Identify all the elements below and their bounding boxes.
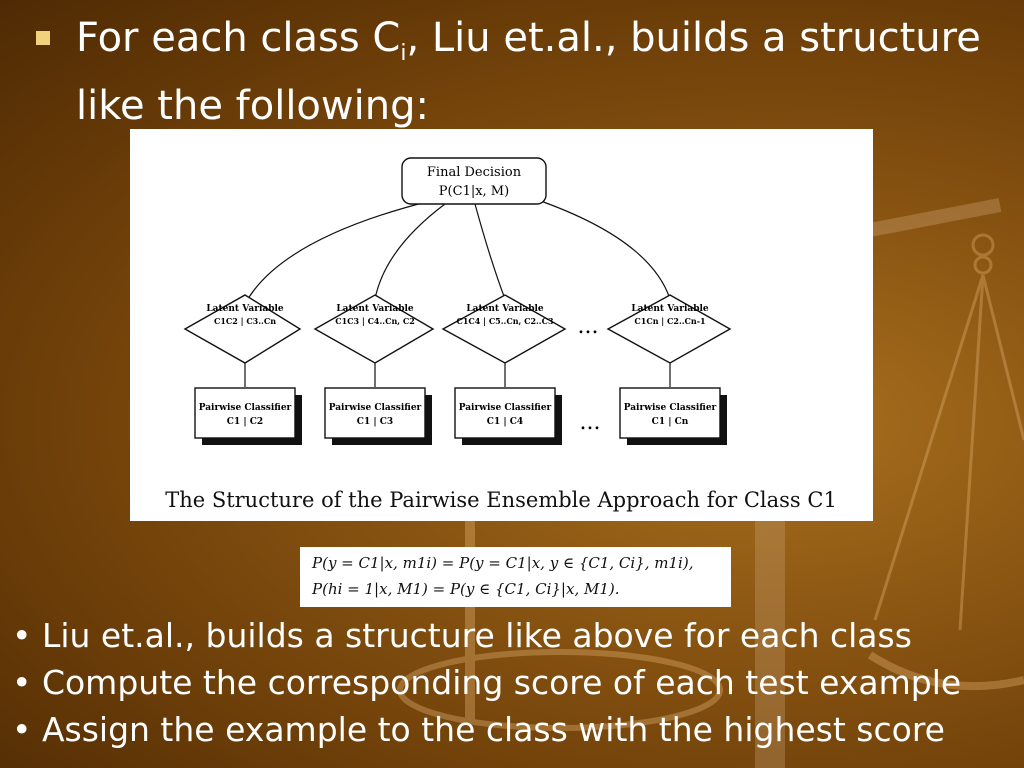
formula-line-1: P(y = C1|x, m1i) = P(y = C1|x, y ∈ {C1, … — [312, 554, 694, 572]
bullet-item: • Compute the corresponding score of eac… — [12, 663, 962, 702]
title-bullet-icon — [36, 31, 50, 45]
svg-text:Latent Variable: Latent Variable — [336, 304, 414, 314]
classifier-node-2: Pairwise Classifier C1 | C3 — [324, 387, 432, 445]
bullet-item: • Liu et.al., builds a structure like ab… — [12, 616, 912, 655]
svg-text:C1 | C4: C1 | C4 — [487, 417, 523, 427]
probability-formulas: P(y = C1|x, m1i) = P(y = C1|x, y ∈ {C1, … — [300, 547, 731, 607]
svg-text:C1C4 | C5..Cn, C2..C3: C1C4 | C5..Cn, C2..C3 — [456, 316, 553, 326]
svg-text:Pairwise Classifier: Pairwise Classifier — [199, 403, 292, 413]
latent-node-4: Latent Variable C1Cn | C2..Cn-1 — [606, 294, 732, 364]
classifier-node-1: Pairwise Classifier C1 | C2 — [194, 387, 302, 445]
classifier-ellipsis: ... — [580, 410, 601, 435]
latent-node-1: Latent Variable C1C2 | C3..Cn — [183, 294, 302, 364]
bullet-list: • Liu et.al., builds a structure like ab… — [12, 612, 1017, 753]
diagram-caption: The Structure of the Pairwise Ensemble A… — [165, 488, 837, 512]
slide-title: For each class Ci, Liu et.al., builds a … — [36, 12, 996, 132]
svg-text:Pairwise Classifier: Pairwise Classifier — [459, 403, 552, 413]
svg-text:C1C3 | C4..Cn, C2: C1C3 | C4..Cn, C2 — [335, 316, 415, 326]
svg-text:P(C1|x, M): P(C1|x, M) — [439, 184, 509, 199]
svg-text:C1 | C2: C1 | C2 — [227, 417, 263, 427]
svg-text:C1C2 | C3..Cn: C1C2 | C3..Cn — [214, 316, 276, 326]
latent-ellipsis: ... — [578, 314, 599, 339]
svg-text:Latent Variable: Latent Variable — [631, 304, 709, 314]
svg-text:Final Decision: Final Decision — [427, 165, 522, 180]
classifier-node-3: Pairwise Classifier C1 | C4 — [454, 387, 562, 445]
diagram-svg: Final Decision P(C1|x, M) Latent Variabl… — [165, 157, 837, 512]
svg-text:C1 | Cn: C1 | Cn — [652, 417, 689, 427]
latent-node-3: Latent Variable C1C4 | C5..Cn, C2..C3 — [441, 294, 567, 364]
connector-lines — [244, 198, 671, 387]
svg-text:Latent Variable: Latent Variable — [466, 304, 544, 314]
formula-line-2: P(hi = 1|x, M1) = P(y ∈ {C1, Ci}|x, M1). — [312, 580, 620, 598]
svg-text:C1 | C3: C1 | C3 — [357, 417, 393, 427]
svg-text:Latent Variable: Latent Variable — [206, 304, 284, 314]
svg-text:C1Cn | C2..Cn-1: C1Cn | C2..Cn-1 — [634, 316, 705, 326]
svg-text:Pairwise Classifier: Pairwise Classifier — [624, 403, 717, 413]
bullet-item: • Assign the example to the class with t… — [12, 710, 945, 749]
pairwise-ensemble-diagram: Final Decision P(C1|x, M) Latent Variabl… — [130, 129, 873, 521]
svg-text:Pairwise Classifier: Pairwise Classifier — [329, 403, 422, 413]
final-decision-node: Final Decision P(C1|x, M) — [401, 157, 547, 205]
latent-node-2: Latent Variable C1C3 | C4..Cn, C2 — [313, 294, 435, 364]
classifier-node-4: Pairwise Classifier C1 | Cn — [619, 387, 727, 445]
title-text: For each class Ci, Liu et.al., builds a … — [76, 15, 981, 129]
